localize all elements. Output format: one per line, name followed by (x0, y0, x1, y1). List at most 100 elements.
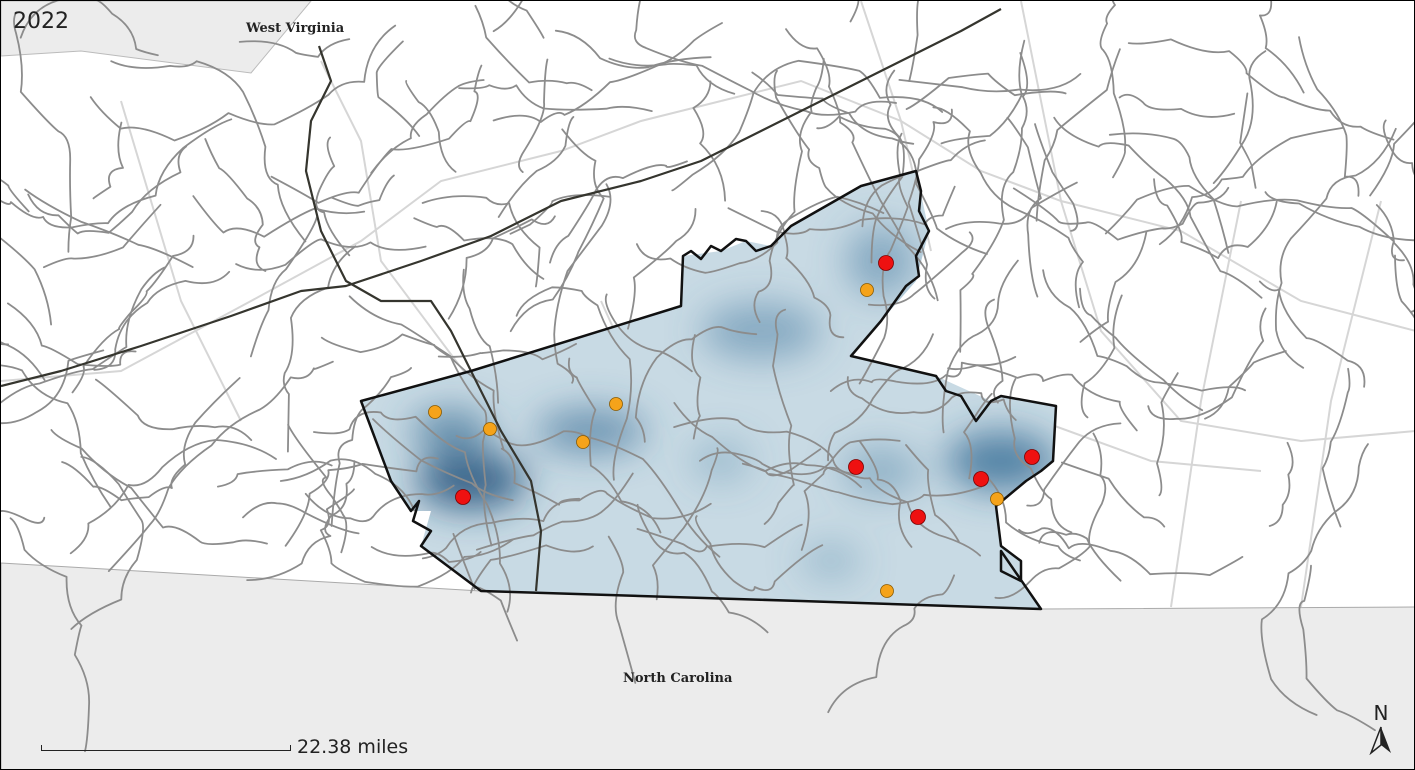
minor-road (250, 216, 318, 358)
minor-road (741, 448, 822, 477)
minor-road (1212, 50, 1267, 184)
minor-road (827, 333, 934, 462)
minor-road (348, 295, 493, 547)
minor-road (372, 418, 514, 502)
minor-road (50, 429, 268, 545)
minor-road (69, 439, 277, 555)
minor-road (692, 80, 726, 202)
minor-road (500, 447, 581, 506)
minor-road (816, 115, 988, 255)
minor-road (246, 460, 356, 582)
year-label: 2022 (13, 9, 69, 34)
minor-road (515, 286, 633, 481)
minor-road (785, 28, 939, 302)
minor-road (1127, 38, 1395, 141)
minor-road (1, 341, 46, 381)
scale-bar: 22.38 miles (41, 732, 408, 757)
minor-road (727, 185, 956, 235)
minor-road (627, 208, 697, 330)
minor-road (867, 231, 974, 307)
minor-road (1026, 422, 1122, 507)
minor-road (370, 79, 485, 174)
minor-road (217, 460, 333, 488)
red-marker[interactable] (455, 489, 471, 505)
minor-road (905, 72, 1067, 110)
minor-road (1, 349, 105, 425)
incident-markers (428, 255, 1040, 598)
orange-marker[interactable] (483, 422, 497, 436)
red-marker[interactable] (910, 509, 926, 525)
scale-bar-line (41, 745, 291, 751)
minor-road (1, 237, 52, 326)
minor-road (1108, 132, 1230, 254)
minor-road (1204, 350, 1287, 420)
minor-road (70, 456, 144, 630)
north-arrow-icon (1369, 726, 1391, 756)
minor-road (1, 266, 166, 404)
minor-road (1, 343, 10, 346)
minor-road (1012, 186, 1230, 241)
minor-road (93, 270, 231, 371)
minor-road (1061, 461, 1166, 528)
minor-road (375, 40, 421, 137)
minor-road (89, 24, 397, 142)
minor-road (19, 1, 159, 57)
minor-road (1038, 531, 1122, 582)
minor-road (1394, 254, 1414, 319)
minor-road (1, 118, 233, 229)
minor-road (567, 357, 662, 534)
minor-road (846, 376, 1017, 421)
minor-road (908, 1, 919, 82)
minor-road (330, 367, 412, 527)
minor-road (984, 298, 1004, 404)
minor-road (959, 52, 1029, 353)
minor-road (437, 343, 577, 361)
minor-road (829, 356, 1017, 392)
minor-road (858, 440, 913, 548)
minor-road (1239, 92, 1257, 189)
orange-marker[interactable] (576, 435, 590, 449)
minor-road (238, 38, 351, 58)
orange-marker[interactable] (880, 584, 894, 598)
minor-road (192, 195, 366, 238)
minor-road (1042, 269, 1246, 392)
red-marker[interactable] (878, 255, 894, 271)
minor-road (549, 160, 688, 264)
minor-road (905, 444, 960, 543)
minor-road (92, 121, 124, 200)
minor-road (235, 238, 427, 271)
minor-road (1080, 294, 1123, 419)
minor-road (1369, 121, 1414, 197)
red-marker[interactable] (1024, 449, 1040, 465)
minor-road (492, 22, 723, 123)
minor-road (1260, 443, 1369, 716)
minor-road (608, 57, 736, 95)
red-marker[interactable] (848, 459, 864, 475)
orange-marker[interactable] (609, 397, 623, 411)
minor-road (1298, 564, 1376, 732)
orange-marker[interactable] (428, 405, 442, 419)
minor-road (1274, 127, 1397, 369)
minor-road (287, 424, 348, 554)
minor-road (694, 515, 824, 592)
minor-road (1009, 378, 1073, 534)
minor-road (1158, 127, 1344, 246)
minor-road (932, 106, 1084, 309)
minor-road (1298, 36, 1360, 197)
minor-road (470, 544, 594, 594)
red-marker[interactable] (973, 471, 989, 487)
minor-road (497, 116, 575, 218)
minor-road (763, 308, 795, 525)
minor-road (492, 1, 523, 33)
minor-road (413, 217, 545, 280)
minor-road (279, 458, 415, 512)
minor-road (673, 417, 859, 475)
minor-road (941, 259, 1019, 434)
minor-road (1258, 280, 1366, 388)
minor-road (282, 245, 357, 453)
minor-road (1, 179, 30, 213)
orange-marker[interactable] (990, 492, 1004, 506)
orange-marker[interactable] (860, 283, 874, 297)
